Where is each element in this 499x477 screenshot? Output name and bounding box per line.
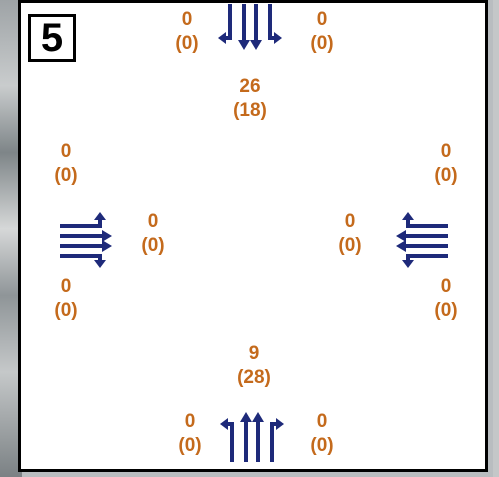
west-approach-volume: 0 (0) xyxy=(141,211,165,256)
east-top-volume: 0 (0) xyxy=(434,141,458,186)
east-bottom-volume: 0 (0) xyxy=(434,276,458,321)
northbound-arrows-icon xyxy=(220,412,284,462)
south-right-volume: 0 (0) xyxy=(310,411,334,456)
south-left-volume: 0 (0) xyxy=(178,411,202,456)
south-approach-volume: 9 (28) xyxy=(237,343,271,388)
east-approach-volume: 0 (0) xyxy=(338,211,362,256)
background-photo-strip xyxy=(0,0,22,477)
southbound-arrows-icon xyxy=(218,4,282,50)
intersection-number-badge: 5 xyxy=(28,14,76,62)
eastbound-arrows-icon xyxy=(60,212,112,268)
background-edge xyxy=(493,0,499,477)
westbound-arrows-icon xyxy=(396,212,448,268)
north-right-volume: 0 (0) xyxy=(310,9,334,54)
west-bottom-volume: 0 (0) xyxy=(54,276,78,321)
west-top-volume: 0 (0) xyxy=(54,141,78,186)
north-left-volume: 0 (0) xyxy=(175,9,199,54)
north-approach-volume: 26 (18) xyxy=(233,76,267,121)
